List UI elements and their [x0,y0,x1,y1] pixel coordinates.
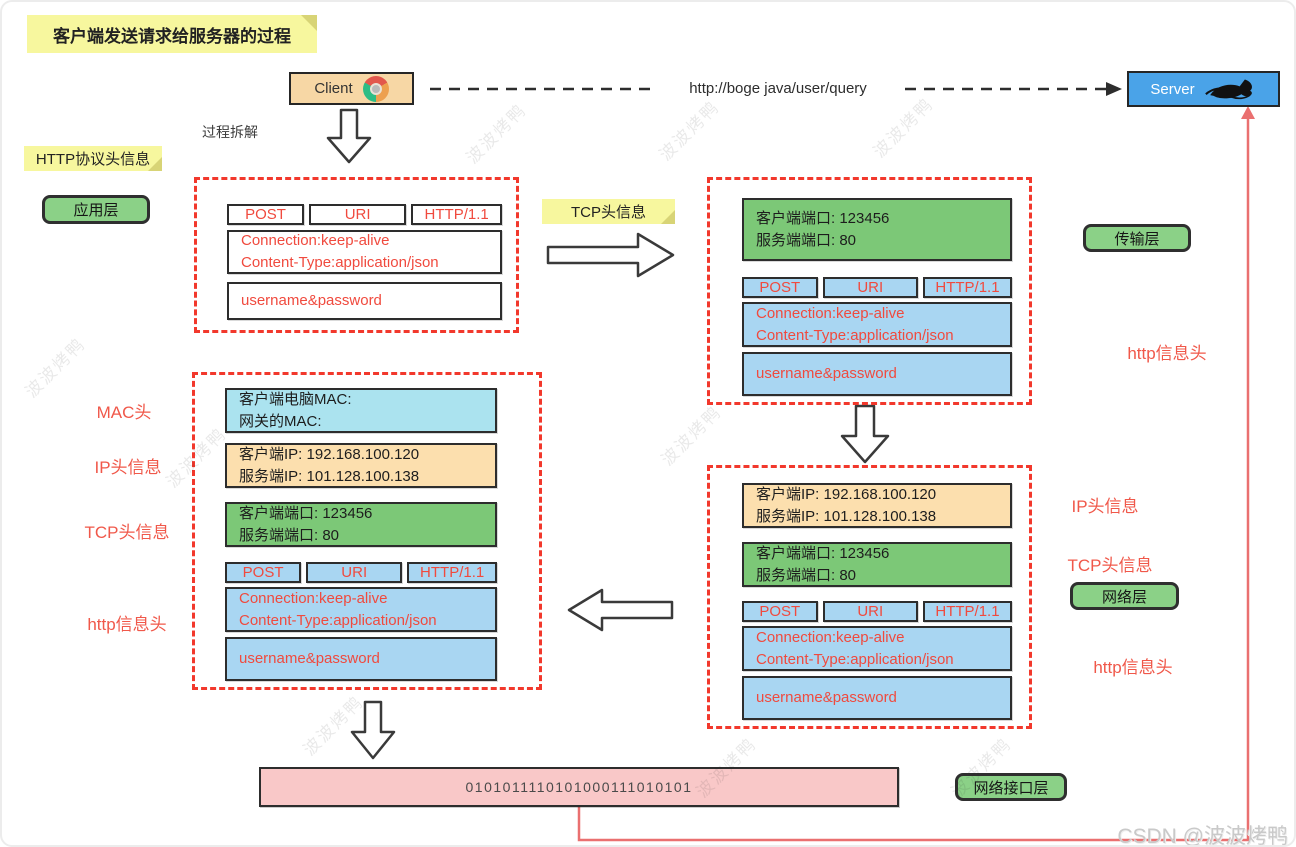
packet-panel-link: 客户端电脑MAC: 网关的MAC: 客户端IP: 192.168.100.120… [192,372,542,690]
header-line: Content-Type:application/json [756,326,954,344]
header-line: Connection:keep-alive [241,232,390,250]
http-request-line: POST URI HTTP/1.1 [227,204,502,225]
note-text: HTTP协议头信息 [35,151,151,168]
layer-badge-network-interface: 网络接口层 [955,773,1067,801]
header-line: Connection:keep-alive [756,304,905,322]
note-fold-icon [148,157,162,171]
server-node: Server [1127,71,1280,107]
side-label-http: http信息头 [1093,658,1173,677]
ip-line: 服务端IP: 101.128.100.138 [756,507,937,525]
right-arrow-icon [546,232,675,278]
client-label: Client [314,80,353,97]
http-request-line: POST URI HTTP/1.1 [225,562,497,583]
http-headers-segment: Connection:keep-alive Content-Type:appli… [742,302,1012,347]
body-line: username&password [241,292,382,310]
layer-badge-network: 网络层 [1070,582,1179,610]
watermark: 波波烤鸭 [462,100,531,168]
watermark: 波波烤鸭 [655,97,724,165]
client-node: Client [289,72,414,105]
header-line: Connection:keep-alive [239,589,388,607]
ip-line: 服务端IP: 101.128.100.138 [239,467,420,485]
http-headers-segment: Connection:keep-alive Content-Type:appli… [227,230,502,274]
version-cell: HTTP/1.1 [922,277,1012,298]
left-arrow-icon [567,588,674,632]
note-fold-icon [661,210,675,224]
tcp-line: 客户端端口: 123456 [756,209,890,227]
uri-cell: URI [822,601,918,622]
mac-line: 网关的MAC: [239,412,322,430]
ip-header-segment: 客户端IP: 192.168.100.120 服务端IP: 101.128.10… [225,443,497,488]
packet-panel-transport: 客户端端口: 123456 服务端端口: 80 POST URI HTTP/1.… [707,177,1032,405]
tcp-header-segment: 客户端端口: 123456 服务端端口: 80 [742,198,1012,261]
side-label-mac: MAC头 [96,403,152,422]
request-url-label: http://boge java/user/query [654,80,902,97]
tcp-line: 服务端端口: 80 [756,231,857,249]
packet-panel-network: 客户端IP: 192.168.100.120 服务端IP: 101.128.10… [707,465,1032,729]
ip-header-segment: 客户端IP: 192.168.100.120 服务端IP: 101.128.10… [742,483,1012,528]
header-line: Content-Type:application/json [756,650,954,668]
uri-cell: URI [309,204,407,225]
csdn-watermark: CSDN @波波烤鸭 [1117,825,1288,847]
page-title: 客户端发送请求给服务器的过程 [53,26,291,46]
side-label-ip: IP头信息 [1071,497,1139,516]
http-body-segment: username&password [227,282,502,320]
tomcat-icon [1204,79,1252,100]
body-line: username&password [756,365,897,383]
tcp-header-segment: 客户端端口: 123456 服务端端口: 80 [742,542,1012,587]
ip-line: 客户端IP: 192.168.100.120 [756,485,937,503]
tcp-header-segment: 客户端端口: 123456 服务端端口: 80 [225,502,497,547]
tcp-line: 客户端端口: 123456 [756,544,890,562]
http-request-line: POST URI HTTP/1.1 [742,277,1012,298]
side-label-http: http信息头 [1127,344,1207,363]
tcp-line: 服务端端口: 80 [756,566,857,584]
process-note: 过程拆解 [202,124,258,140]
note-fold-icon [301,15,317,31]
version-cell: HTTP/1.1 [922,601,1012,622]
http-headers-segment: Connection:keep-alive Content-Type:appli… [225,587,497,632]
diagram-title-note: 客户端发送请求给服务器的过程 [27,15,317,53]
http-headers-segment: Connection:keep-alive Content-Type:appli… [742,626,1012,671]
header-line: Connection:keep-alive [756,628,905,646]
packet-panel-application: POST URI HTTP/1.1 Connection:keep-alive … [194,177,519,333]
http-request-line: POST URI HTTP/1.1 [742,601,1012,622]
http-body-segment: username&password [225,637,497,681]
side-label-tcp: TCP头信息 [1067,556,1153,575]
mac-line: 客户端电脑MAC: [239,390,352,408]
down-arrow-icon [350,700,396,760]
body-line: username&password [239,650,380,668]
ip-line: 客户端IP: 192.168.100.120 [239,445,420,463]
server-label: Server [1150,80,1195,98]
version-cell: HTTP/1.1 [407,562,497,583]
body-line: username&password [756,689,897,707]
down-arrow-icon [840,404,890,464]
note-text: TCP头信息 [570,204,646,221]
tcp-line: 客户端端口: 123456 [239,504,373,522]
tcp-line: 服务端端口: 80 [239,526,340,544]
http-body-segment: username&password [742,676,1012,720]
side-label-ip: IP头信息 [94,458,162,477]
chrome-browser-icon [362,75,389,102]
watermark: 波波烤鸭 [869,94,938,162]
header-line: Content-Type:application/json [239,611,437,629]
method-cell: POST [742,277,818,298]
layer-badge-transport: 传输层 [1083,224,1191,252]
side-label-tcp: TCP头信息 [84,523,170,542]
uri-cell: URI [306,562,403,583]
side-label-http: http信息头 [87,615,167,634]
http-protocol-header-note: HTTP协议头信息 [24,146,162,171]
http-body-segment: username&password [742,352,1012,396]
tcp-header-note: TCP头信息 [542,199,675,224]
binary-stream-box: 0101011110101000111010101 [259,767,899,807]
version-cell: HTTP/1.1 [411,204,502,225]
layer-badge-application: 应用层 [42,195,150,224]
watermark: 波波烤鸭 [21,334,90,402]
down-arrow-icon [326,108,372,164]
mac-header-segment: 客户端电脑MAC: 网关的MAC: [225,388,497,433]
header-line: Content-Type:application/json [241,254,439,271]
watermark: 波波烤鸭 [657,402,726,470]
method-cell: POST [225,562,302,583]
method-cell: POST [742,601,818,622]
uri-cell: URI [822,277,918,298]
method-cell: POST [227,204,304,225]
